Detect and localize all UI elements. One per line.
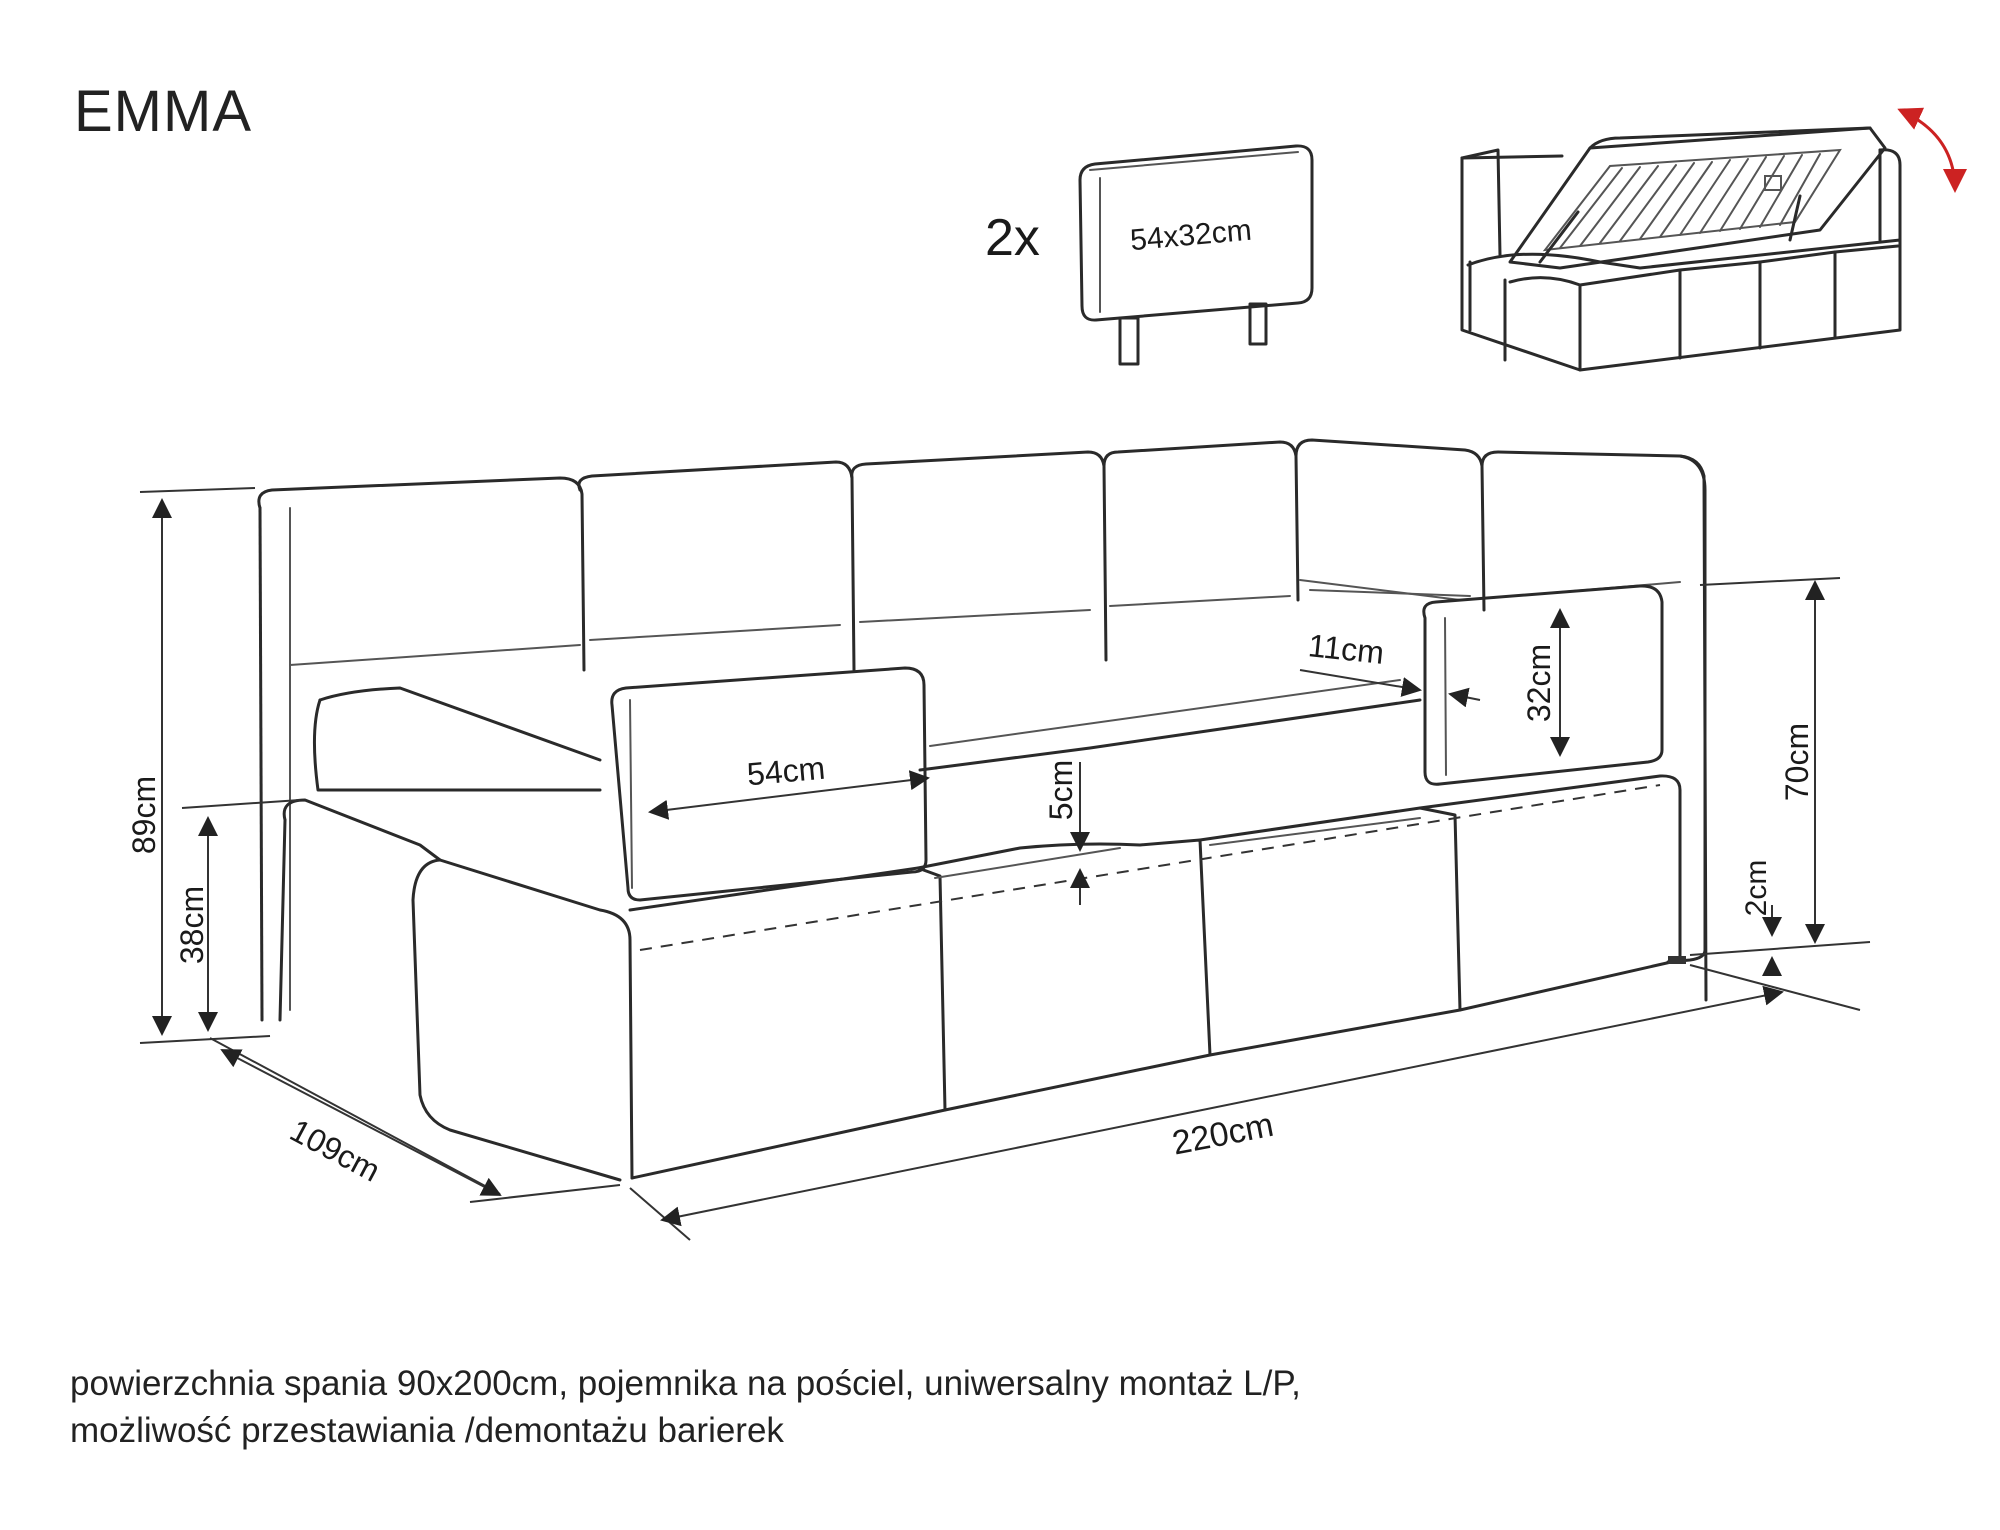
cushion-height-32-label: 32cm: [1521, 644, 1557, 722]
cushion-width-54-label: 54cm: [745, 750, 826, 793]
seat-edge-dashed-line: [639, 784, 1661, 951]
right-cushion: [1422, 584, 1664, 786]
rotation-arrow-icon: [1897, 107, 1967, 193]
description-line-2: możliwość przestawiania /demontażu barie…: [70, 1411, 784, 1450]
cushion-detail: 2x 54x32cm: [985, 144, 1314, 366]
product-title: EMMA: [74, 79, 252, 144]
cushion-leg-left: [1118, 316, 1140, 366]
description-line-1: powierzchnia spania 90x200cm, pojemnika …: [70, 1364, 1301, 1403]
leg-height-2-label: 2cm: [1740, 860, 1773, 917]
cushion-size-label: 54x32cm: [1129, 214, 1253, 257]
sofa-leg: [1668, 956, 1686, 964]
back-height-70-label: 70cm: [1779, 723, 1815, 801]
storage-mechanism-drawing: [1460, 107, 1967, 372]
bed-slats: [1559, 153, 1821, 249]
height-89-label: 89cm: [126, 776, 162, 854]
cushion-thickness-11-label: 11cm: [1307, 627, 1386, 671]
product-description: powierzchnia spania 90x200cm, pojemnika …: [70, 1360, 1301, 1454]
seat-step-5-label: 5cm: [1043, 760, 1079, 820]
cushion-outline: [1078, 144, 1314, 322]
seat-height-38-label: 38cm: [174, 886, 210, 964]
left-cushion: [610, 666, 928, 902]
cushion-quantity: 2x: [985, 209, 1040, 267]
cushion-leg-right: [1248, 302, 1268, 346]
sofa-outline: [257, 438, 1708, 1182]
dimension-lines: 89cm 38cm 109cm 220cm 70cm 2cm: [126, 487, 1871, 1241]
